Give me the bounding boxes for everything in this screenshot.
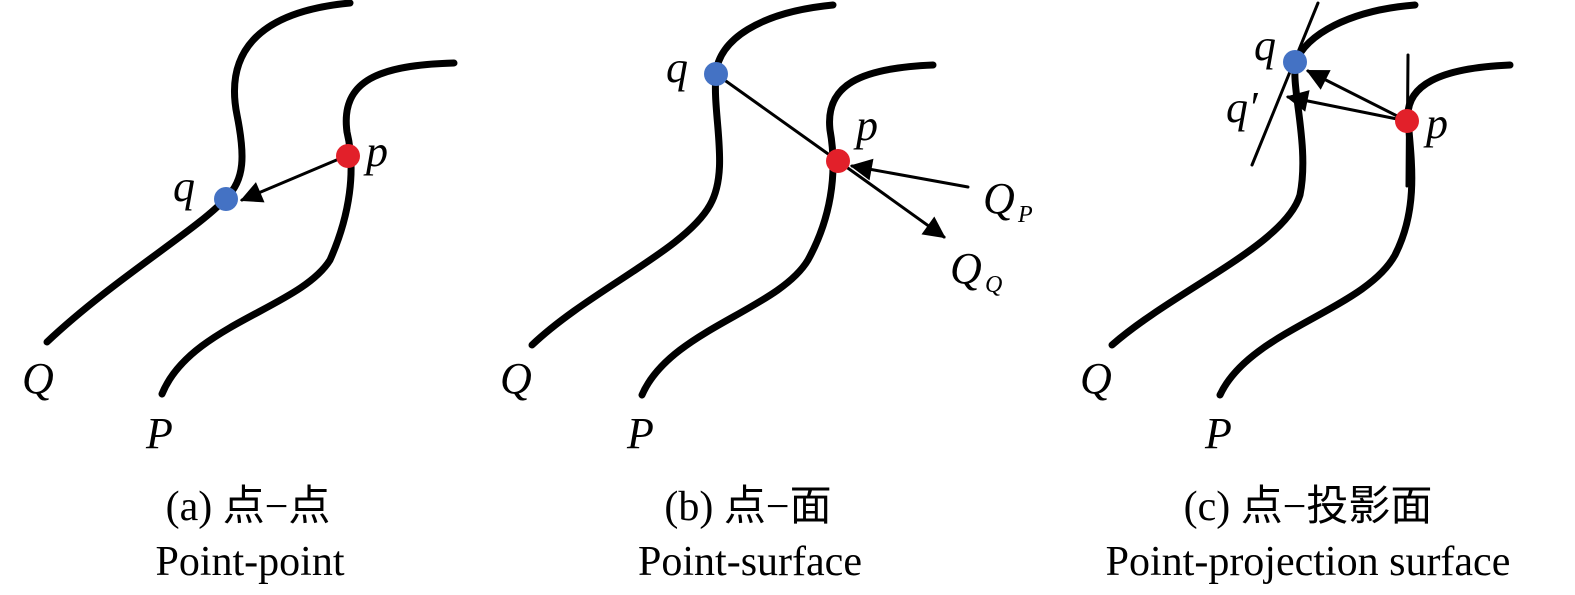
point-p xyxy=(1395,109,1419,133)
label-P: P xyxy=(626,409,654,458)
curve-Q xyxy=(528,1,837,349)
curve-P xyxy=(158,59,458,398)
vector-p-to-q xyxy=(1306,69,1409,123)
point-p xyxy=(826,149,850,173)
label-q-prime: q′ xyxy=(1226,83,1259,132)
panel-a: q p Q P (a) 点−点 Point-point xyxy=(22,0,458,585)
vector-p-to-q xyxy=(239,154,348,203)
label-P: P xyxy=(1204,409,1232,458)
point-q xyxy=(704,62,728,86)
caption-zh: (c) 点−投影面 xyxy=(1184,484,1433,530)
curve-P xyxy=(1216,61,1514,399)
label-q: q xyxy=(666,43,688,92)
vector-p-to-q-prime xyxy=(1285,90,1409,123)
label-q: q xyxy=(173,162,195,211)
label-P: P xyxy=(145,409,173,458)
panel-b: q p Q P Q Q Q P (b) 点−面 Point-surface xyxy=(500,1,1033,585)
label-p: p xyxy=(853,101,878,150)
curve-P xyxy=(638,61,937,399)
curve-Q xyxy=(1108,1,1419,349)
label-Q: Q xyxy=(1080,354,1112,403)
label-QQ-subscript: Q xyxy=(985,272,1002,298)
label-p: p xyxy=(363,127,388,176)
label-Q: Q xyxy=(22,354,54,403)
point-q xyxy=(1283,50,1307,74)
label-QP: Q xyxy=(983,174,1015,223)
label-p: p xyxy=(1423,99,1448,148)
curve-Q xyxy=(43,0,354,346)
label-q: q xyxy=(1254,21,1276,70)
vector-QP-to-p xyxy=(849,158,970,189)
caption-en: Point-surface xyxy=(638,539,862,585)
label-QQ: Q xyxy=(950,244,982,293)
panel-c: q q′ p Q P (c) 点−投影面 Point-projection su… xyxy=(1080,1,1514,585)
caption-en: Point-point xyxy=(155,539,344,585)
label-Q: Q xyxy=(500,354,532,403)
caption-en: Point-projection surface xyxy=(1106,539,1511,585)
caption-zh: (a) 点−点 xyxy=(166,484,331,530)
line-q-to-p xyxy=(714,72,840,163)
caption-zh: (b) 点−面 xyxy=(664,484,831,530)
point-p xyxy=(336,144,360,168)
tangent-at-q xyxy=(1250,1,1320,167)
point-q xyxy=(214,187,238,211)
label-QP-subscript: P xyxy=(1017,202,1033,228)
